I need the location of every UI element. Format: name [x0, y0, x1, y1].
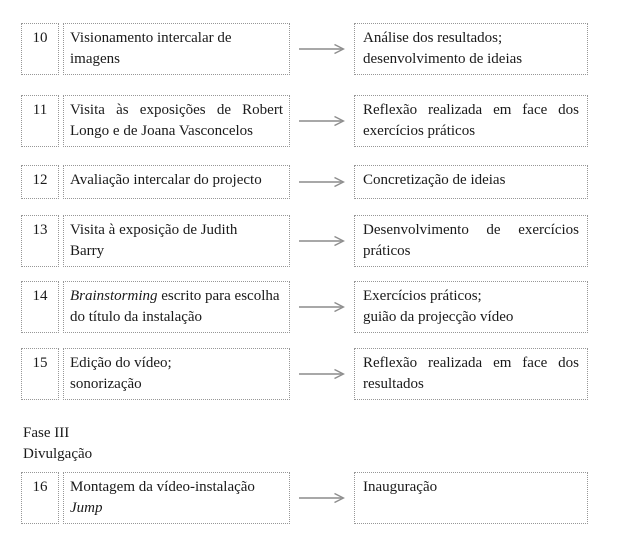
activity-cell: Visionamento intercalar de imagens [63, 23, 290, 75]
result-text: Análise dos resultados; [363, 30, 503, 46]
activity-cell: Visita às exposições de Robert Longo e d… [63, 95, 290, 147]
row-number: 13 [32, 222, 48, 238]
result-text: Concretização de ideias [363, 172, 506, 188]
result-cell: Desenvolvimento de exercícios práticos [354, 215, 588, 267]
result-text: Inauguração [363, 479, 438, 495]
arrow-icon [290, 23, 354, 75]
row-number-cell: 13 [21, 215, 59, 267]
phase-label: Fase III [23, 425, 70, 441]
activity-cell: Montagem da vídeo-instalação Jump [63, 472, 290, 524]
table-row: 15 Edição do vídeo; sonorização Reflexão… [21, 348, 596, 400]
activity-cell: Brainstorming escrito para escolha do tí… [63, 281, 290, 333]
row-number-cell: 11 [21, 95, 59, 147]
activity-text: sonorização [70, 376, 142, 392]
phase-heading: Fase III Divulgação [23, 423, 626, 465]
activity-text: Avaliação intercalar do projecto [70, 172, 262, 188]
activity-text-italic: Brainstorming [70, 288, 158, 304]
arrow-icon [290, 348, 354, 400]
row-number-cell: 10 [21, 23, 59, 75]
activity-text: Edição do vídeo; [70, 355, 172, 371]
row-number: 11 [32, 102, 48, 118]
activity-text: Barry [70, 243, 105, 259]
row-number: 16 [32, 479, 48, 495]
row-number: 10 [32, 30, 48, 46]
result-cell: Concretização de ideias [354, 165, 588, 199]
row-number: 14 [32, 288, 48, 304]
row-number: 15 [32, 355, 48, 371]
row-number-cell: 16 [21, 472, 59, 524]
arrow-icon [290, 215, 354, 267]
activity-text: Visionamento intercalar de [70, 30, 232, 46]
row-number-cell: 14 [21, 281, 59, 333]
activity-cell: Visita à exposição de Judith Barry [63, 215, 290, 267]
result-cell: Exercícios práticos; guião da projecção … [354, 281, 588, 333]
activity-text: imagens [70, 51, 120, 67]
arrow-icon [290, 165, 354, 199]
result-text: Exercícios práticos; [363, 288, 482, 304]
result-text: desenvolvimento de ideias [363, 51, 523, 67]
activity-text: Montagem da vídeo-instalação [70, 479, 255, 495]
table-row: 11 Visita às exposições de Robert Longo … [21, 95, 596, 147]
activity-text: escrito para escolha do título da instal… [70, 288, 280, 325]
table-row: 14 Brainstorming escrito para escolha do… [21, 281, 596, 333]
result-cell: Reflexão realizada em face dos resultado… [354, 348, 588, 400]
activity-cell: Edição do vídeo; sonorização [63, 348, 290, 400]
result-cell: Inauguração [354, 472, 588, 524]
activity-text: Visita à exposição de Judith [70, 222, 238, 238]
phase-name: Divulgação [23, 446, 93, 462]
row-number: 12 [32, 172, 48, 188]
result-text: guião da projecção vídeo [363, 309, 514, 325]
arrow-icon [290, 95, 354, 147]
result-text: Reflexão realizada em face dos resultado… [363, 355, 579, 392]
activity-text: Visita às exposições de Robert Longo e d… [70, 102, 283, 139]
table-row: 13 Visita à exposição de Judith Barry De… [21, 215, 596, 267]
result-cell: Reflexão realizada em face dos exercício… [354, 95, 588, 147]
result-text: Desenvolvimento de exercícios práticos [363, 222, 579, 259]
activity-cell: Avaliação intercalar do projecto [63, 165, 290, 199]
table-row: 10 Visionamento intercalar de imagens An… [21, 23, 596, 75]
document-page: 10 Visionamento intercalar de imagens An… [21, 23, 626, 524]
arrow-icon [290, 472, 354, 524]
result-text: Reflexão realizada em face dos exercício… [363, 102, 579, 139]
arrow-icon [290, 281, 354, 333]
result-cell: Análise dos resultados; desenvolvimento … [354, 23, 588, 75]
table-row: 16 Montagem da vídeo-instalação Jump Ina… [21, 472, 596, 524]
row-number-cell: 12 [21, 165, 59, 199]
table-row: 12 Avaliação intercalar do projecto Conc… [21, 165, 596, 199]
row-number-cell: 15 [21, 348, 59, 400]
activity-text-italic: Jump [70, 500, 103, 516]
